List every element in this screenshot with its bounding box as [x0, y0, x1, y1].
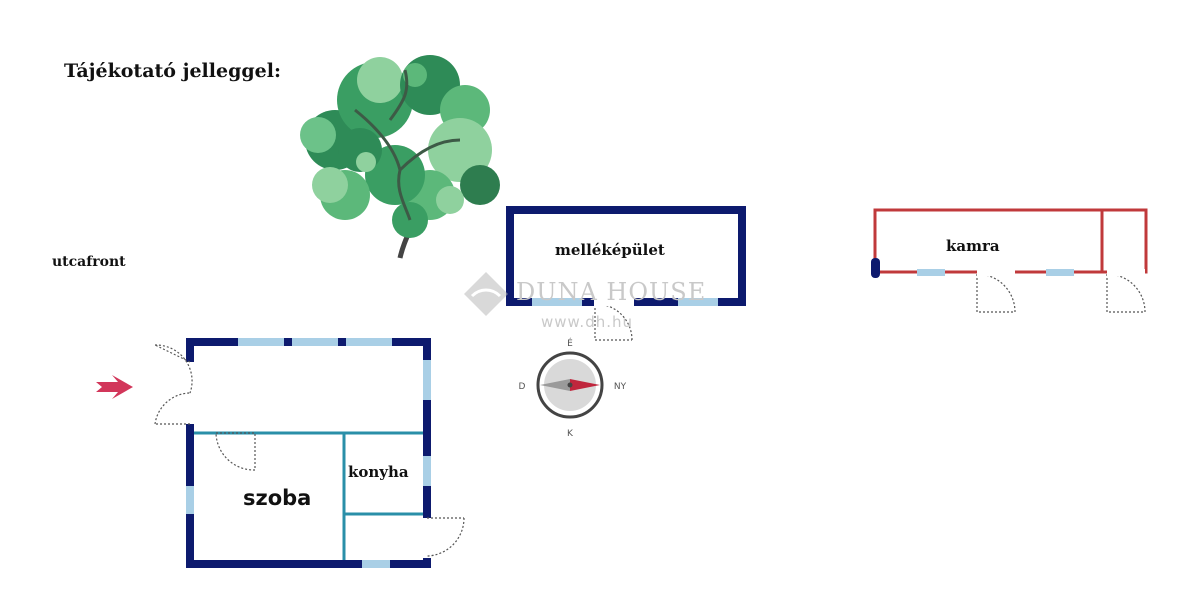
tree-icon	[300, 55, 500, 259]
street-front-label: utcafront	[52, 254, 126, 270]
compass-icon: É K D NY	[519, 337, 627, 439]
compass-west-label: NY	[614, 382, 627, 392]
outbuilding	[506, 206, 746, 306]
page-title: Tájékotató jelleggel:	[64, 60, 281, 82]
door-swings	[154, 273, 1146, 557]
watermark-url: www.dh.hu	[541, 313, 634, 331]
outbuilding-label: melléképület	[555, 241, 665, 259]
pantry-label: kamra	[946, 237, 1000, 255]
compass-south-label: D	[519, 382, 526, 392]
watermark-logo-icon	[464, 272, 508, 316]
pantry-building	[871, 208, 1148, 278]
kitchen-label: konyha	[348, 463, 409, 481]
room-label: szoba	[243, 486, 312, 510]
compass-north-label: É	[567, 337, 573, 349]
main-house	[186, 338, 431, 568]
entry-arrow-icon	[96, 375, 133, 399]
watermark-brand: DUNA HOUSE	[516, 278, 707, 306]
compass-east-label: K	[567, 429, 574, 439]
